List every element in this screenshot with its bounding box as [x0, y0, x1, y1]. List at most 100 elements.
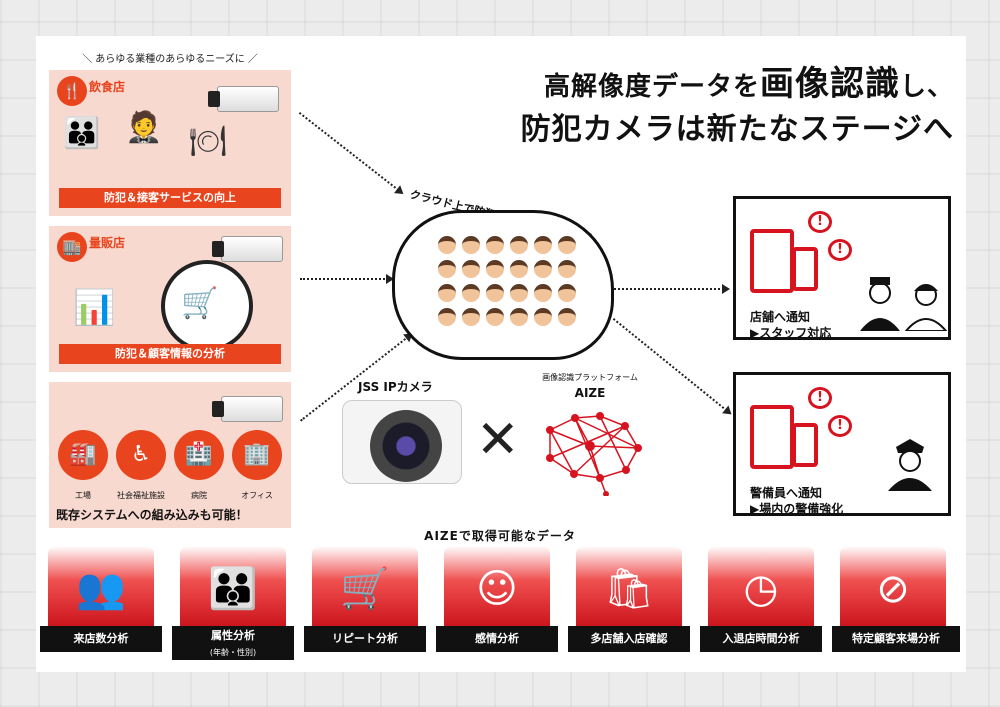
tile-label: 入退店時間分析: [700, 626, 822, 652]
customers-icon: 👪: [63, 116, 101, 151]
flow-arrow: [614, 284, 730, 294]
chef-icon: [856, 275, 904, 331]
face-icon: [534, 236, 552, 254]
face-icon: [438, 308, 456, 326]
alert-icon: !: [828, 239, 852, 261]
repeat-cart-icon: 🛒: [340, 566, 390, 612]
welfare-icon: ♿: [116, 430, 166, 480]
face-icon: [534, 284, 552, 302]
facility-label: 社会福祉施設: [117, 491, 165, 500]
face-icon: [462, 260, 480, 278]
face-icon: [510, 260, 528, 278]
headline-line2: 防犯カメラは新たなステージへ: [520, 112, 954, 147]
facility-label: オフィス: [241, 491, 273, 500]
face-icon: [558, 284, 576, 302]
aize-name: AIZE: [574, 386, 606, 400]
people-count-icon: 👥: [76, 566, 126, 612]
table-icon: 🍽: [189, 124, 228, 159]
waitress-icon: [902, 275, 950, 332]
data-tile-multistore: 🛍 多店舗入店確認: [568, 546, 690, 664]
panel-retail: 🏬 量販店 📊 🛒 防犯＆顧客情報の分析: [49, 226, 291, 372]
face-icon: [534, 308, 552, 326]
analysis-cloud: [392, 210, 614, 360]
alert-icon: !: [808, 387, 832, 409]
alert-icon: !: [828, 415, 852, 437]
panel-restaurant: 🍴 飲食店 👪 🤵 🍽 防犯＆接客サービスの向上: [49, 70, 291, 216]
neural-network-icon: [546, 412, 642, 496]
clock-icon: ◷: [743, 566, 779, 612]
tagline: ＼ あらゆる業種のあらゆるニーズに ／: [82, 54, 258, 65]
face-icon: [438, 236, 456, 254]
face-icon: [462, 308, 480, 326]
tile-sublabel: (年齢・性別): [172, 648, 294, 660]
tile-label: 属性分析: [172, 626, 294, 652]
data-tile-visitor-count: 👥 来店数分析: [40, 546, 162, 664]
face-icon: [462, 236, 480, 254]
data-tile-dwell-time: ◷ 入退店時間分析: [700, 546, 822, 664]
panel-label: 量販店: [89, 236, 126, 250]
tile-label: 特定顧客来場分析: [832, 626, 960, 652]
facility-label: 病院: [191, 491, 207, 500]
aize-sublabel: 画像認識プラットフォーム: [542, 373, 638, 382]
notification-text: 警備員へ通知▶場内の警備強化: [750, 486, 844, 516]
face-icon: [438, 284, 456, 302]
face-icon: [558, 308, 576, 326]
emotion-icon: ☺: [476, 566, 518, 612]
camera-label: JSS IPカメラ: [358, 380, 433, 394]
face-icon: [558, 260, 576, 278]
monitor-chart-icon: 📊: [73, 288, 116, 328]
face-icon: [486, 284, 504, 302]
notification-text: 店舗へ通知▶スタッフ対応: [750, 310, 832, 340]
shoppers-icon: 🛒: [181, 286, 219, 321]
smartphone-icon: [792, 423, 818, 467]
data-tile-emotion: ☺ 感情分析: [436, 546, 558, 664]
guard-notification-box: ! ! 警備員へ通知▶場内の警備強化: [733, 372, 951, 516]
alert-icon: !: [808, 211, 832, 233]
face-icon: [534, 260, 552, 278]
camera-icon: [208, 86, 279, 112]
facility-label: 工場: [75, 491, 91, 500]
camera-lens-icon: [370, 410, 442, 482]
tile-label: 来店数分析: [40, 626, 162, 652]
data-section-title: AIZEで取得可能なデータ: [424, 529, 576, 543]
integration-note: 既存システムへの組み込みも可能！: [56, 508, 248, 522]
office-icon: 🏢: [232, 430, 282, 480]
attribute-icon: 👪: [208, 566, 258, 612]
face-icon: [486, 260, 504, 278]
panel-label: 飲食店: [89, 80, 126, 94]
factory-icon: 🏭: [58, 430, 108, 480]
tile-label: リピート分析: [304, 626, 426, 652]
panel-caption: 防犯＆接客サービスの向上: [59, 188, 281, 208]
restaurant-icon: 🍴: [57, 76, 87, 106]
face-icon: [510, 284, 528, 302]
tablet-icon: [750, 405, 794, 469]
smartphone-icon: [792, 247, 818, 291]
store-notification-box: ! ! 店舗へ通知▶スタッフ対応: [733, 196, 951, 340]
hospital-icon: 🏥: [174, 430, 224, 480]
face-icon: [462, 284, 480, 302]
data-tile-repeat: 🛒 リピート分析: [304, 546, 426, 664]
face-icon: [486, 236, 504, 254]
headline-line1: 高解像度データを画像認識し、: [543, 64, 954, 104]
data-tile-specific-customer: ⊘ 特定顧客来場分析: [832, 546, 960, 664]
panel-caption: 防犯＆顧客情報の分析: [59, 344, 281, 364]
times-icon: ✕: [476, 410, 520, 470]
face-icon: [510, 236, 528, 254]
camera-icon: [212, 396, 283, 422]
face-icon: [438, 260, 456, 278]
face-icon: [558, 236, 576, 254]
shopper-icon: 🛍: [603, 566, 655, 612]
flow-arrow: [300, 274, 394, 284]
face-grid: [438, 236, 578, 326]
face-icon: [510, 308, 528, 326]
face-icon: [486, 308, 504, 326]
camera-icon: [212, 236, 283, 262]
specific-customer-icon: ⊘: [876, 566, 910, 612]
tablet-icon: [750, 229, 794, 293]
staff-icon: 🤵: [125, 110, 163, 145]
tile-label: 多店舗入店確認: [568, 626, 690, 652]
store-icon: 🏬: [57, 232, 87, 262]
tile-label: 感情分析: [436, 626, 558, 652]
security-guard-icon: [886, 435, 934, 491]
data-tile-attribute: 👪 属性分析 (年齢・性別): [172, 546, 294, 664]
